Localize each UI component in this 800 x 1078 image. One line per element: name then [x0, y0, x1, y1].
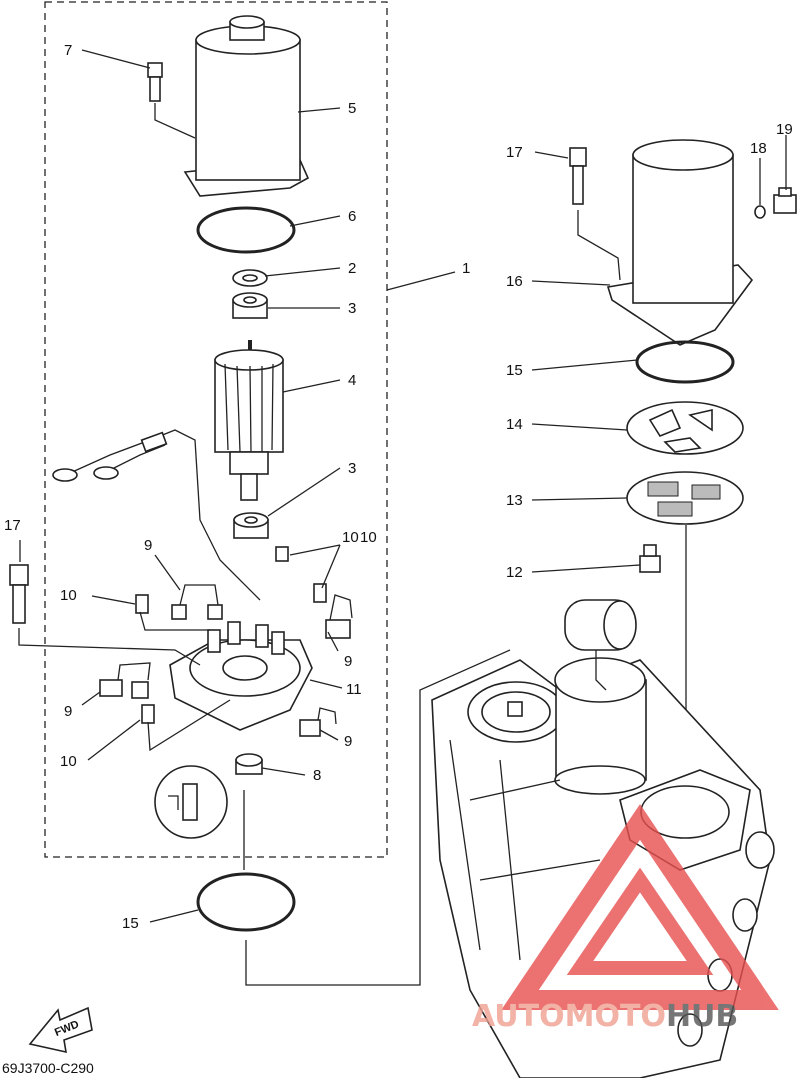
callout-label: 6: [348, 208, 356, 225]
bearing-3-top-icon: [232, 292, 268, 319]
washer-18-icon: [754, 205, 766, 219]
callout-label: 9: [64, 703, 72, 720]
filter-13-icon: [626, 471, 744, 525]
callout-label: 10: [60, 753, 77, 770]
plug-19-icon: [773, 187, 797, 214]
bearing-3-bottom-icon: [233, 512, 269, 539]
callout-label: 3: [348, 300, 356, 317]
callout-label: 13: [506, 492, 523, 509]
o-ring-15-top-icon: [635, 340, 735, 384]
callout-label: 12: [506, 564, 523, 581]
motor-assembly-boundary: [44, 1, 388, 858]
callout-label: 1: [462, 260, 470, 277]
callout-label: 17: [4, 517, 21, 534]
bolt-17-top-icon: [569, 147, 587, 205]
callout-label: 11: [346, 681, 362, 698]
bolt-17-left-icon: [9, 564, 29, 624]
callout-label: 17: [506, 144, 523, 161]
brush-holder-11-icon: [169, 621, 313, 731]
callout-label: 19: [776, 121, 793, 138]
callout-label: 10: [342, 529, 359, 546]
motor-housing-5-icon: [183, 15, 310, 197]
bolt-7-icon: [147, 62, 163, 102]
callout-label: 15: [506, 362, 523, 379]
o-ring-6-icon: [196, 206, 296, 254]
oil-seal-8-icon: [235, 753, 263, 775]
armature-4-icon: [214, 340, 284, 501]
callout-label: 16: [506, 273, 523, 290]
callout-label: 9: [344, 653, 352, 670]
svg-text:AUTOMOTOHUB: AUTOMOTOHUB: [472, 999, 738, 1034]
brush-9-icon: [99, 584, 353, 737]
spring-10-icon: [135, 546, 327, 724]
callout-label: 2: [348, 260, 356, 277]
callout-label: 3: [348, 460, 356, 477]
forward-direction-arrow-icon: FWD: [28, 1006, 93, 1054]
callout-label: 10: [60, 587, 77, 604]
gasket-14-icon: [626, 401, 744, 455]
callout-label: 9: [144, 537, 152, 554]
callout-label: 10: [360, 529, 377, 546]
callout-label: 14: [506, 416, 523, 433]
valve-12-icon: [639, 544, 661, 573]
seal-2-icon: [232, 269, 268, 287]
motor-16-icon: [606, 139, 754, 346]
callout-label: 18: [750, 140, 767, 157]
automotohub-watermark-logo: AUTOMOTOHUB: [472, 804, 779, 1034]
diagram-code: 69J3700-C290: [2, 1060, 94, 1076]
callout-label: 9: [344, 733, 352, 750]
callout-label: 7: [64, 42, 72, 59]
leader-lines: [19, 49, 787, 923]
o-ring-15-bottom-icon: [196, 872, 296, 932]
callout-label: 15: [122, 915, 139, 932]
wire-leads-icon: [52, 429, 261, 601]
callout-label: 4: [348, 372, 356, 389]
callout-label: 5: [348, 100, 356, 117]
callout-label: 8: [313, 767, 321, 784]
seal-detail-inset: [154, 765, 228, 839]
